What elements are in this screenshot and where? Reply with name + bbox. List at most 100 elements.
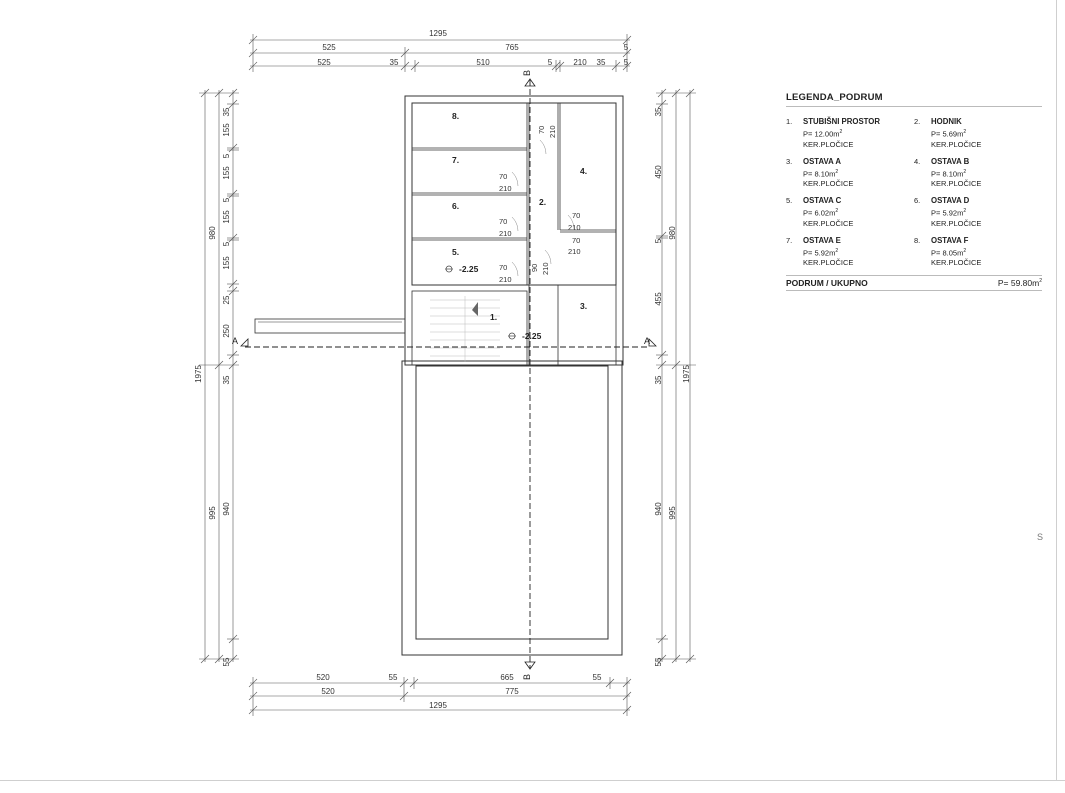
door-width-5: 70 bbox=[499, 263, 507, 272]
dim-top-g: 5 bbox=[548, 58, 553, 67]
dim-left-d2: 155 bbox=[222, 123, 231, 137]
legend-item-finish: KER.PLOČICE bbox=[931, 179, 982, 188]
dim-right-lower: 995 bbox=[668, 506, 677, 520]
dim-top-j: 5 bbox=[624, 58, 629, 67]
legend-item-num: 5. bbox=[786, 196, 793, 205]
room-label-4: 4. bbox=[580, 166, 587, 176]
area-unit-sup: 2 bbox=[835, 168, 839, 175]
legend-item-num: 6. bbox=[914, 196, 921, 205]
door-width-6: 70 bbox=[499, 217, 507, 226]
room-label-2: 2. bbox=[539, 197, 546, 207]
room-label-1: 1. bbox=[490, 312, 497, 322]
left-dimensions bbox=[199, 88, 239, 664]
area-unit-sup: 2 bbox=[839, 129, 843, 135]
legend-item-num: 7. bbox=[786, 235, 793, 245]
section-b-label-top: B bbox=[522, 70, 532, 76]
section-a-label-right: A bbox=[644, 336, 650, 346]
door-height-7: 210 bbox=[499, 184, 512, 193]
basement-walls bbox=[254, 95, 624, 656]
dim-left-d5: 5 bbox=[222, 197, 231, 202]
dim-top-c: 5 bbox=[624, 43, 629, 52]
legend-item-finish: KER.PLOČICE bbox=[803, 258, 854, 267]
legend-item-num: 2. bbox=[914, 117, 921, 126]
legend-item-area: P= 8.10m bbox=[803, 169, 836, 178]
legend-item-name: OSTAVA F bbox=[931, 235, 969, 245]
door-width-7: 70 bbox=[499, 172, 507, 181]
legend-item: 6. OSTAVA D P= 5.92m2 KER.PLOČICE bbox=[914, 196, 1042, 229]
dim-left-d1: 35 bbox=[222, 107, 231, 116]
door-height-4: 210 bbox=[568, 223, 581, 232]
inner-wall-lower bbox=[415, 365, 609, 640]
door-height-1: 210 bbox=[541, 262, 550, 275]
legend-room-list: 1. STUBIŠNI PROSTOR P= 12.00m2 KER.PLOČI… bbox=[786, 117, 1042, 268]
legend-item: 1. STUBIŠNI PROSTOR P= 12.00m2 KER.PLOČI… bbox=[786, 117, 914, 150]
dim-top-h: 210 bbox=[573, 58, 587, 67]
legend-item-name: HODNIK bbox=[931, 117, 962, 126]
dim-left-d3: 5 bbox=[222, 153, 231, 158]
room-label-7: 7. bbox=[452, 155, 459, 165]
section-lines bbox=[245, 80, 650, 668]
legend-item-area: P= 8.05m bbox=[931, 248, 964, 257]
level-label-storage: -2.25 bbox=[459, 264, 479, 274]
section-b-label-bottom: B bbox=[522, 674, 532, 680]
dim-right-r3: 5 bbox=[654, 238, 663, 243]
door-dimensions: 70 210 70 210 70 210 70 210 70 210 70 21… bbox=[499, 125, 581, 284]
dim-left-d13: 55 bbox=[222, 657, 231, 666]
dim-bottom-c: 665 bbox=[500, 673, 514, 682]
room-legend: LEGENDA_PODRUM 1. STUBIŠNI PROSTOR P= 12… bbox=[786, 92, 1042, 291]
room-label-5: 5. bbox=[452, 247, 459, 257]
legend-item-num: 3. bbox=[786, 156, 793, 166]
area-unit-sup: 2 bbox=[963, 247, 967, 254]
legend-item-finish: KER.PLOČICE bbox=[931, 139, 982, 149]
outer-wall-lower bbox=[401, 360, 623, 656]
legend-item-finish: KER.PLOČICE bbox=[803, 218, 854, 228]
stair-direction-arrow bbox=[472, 302, 478, 316]
legend-item-name: OSTAVA B bbox=[931, 156, 970, 166]
dim-left-d10: 250 bbox=[222, 324, 231, 338]
door-width-3: 70 bbox=[572, 236, 580, 245]
left-dimension-labels: 1975 980 995 35 155 5 155 5 155 5 155 25… bbox=[194, 107, 231, 666]
dim-top-f: 510 bbox=[476, 58, 490, 67]
legend-item-finish: KER.PLOČICE bbox=[931, 258, 982, 267]
dim-bottom-e: 520 bbox=[321, 687, 335, 696]
dim-left-d8: 155 bbox=[222, 256, 231, 270]
dim-right-r1: 35 bbox=[654, 107, 663, 116]
legend-item: 3. OSTAVA A P= 8.10m2 KER.PLOČICE bbox=[786, 157, 914, 190]
dim-bottom-d: 55 bbox=[593, 673, 602, 682]
dim-left-d6: 155 bbox=[222, 210, 231, 224]
dim-top-overall: 1295 bbox=[429, 29, 447, 38]
legend-item-name: OSTAVA A bbox=[803, 156, 841, 166]
dim-bottom-f: 775 bbox=[505, 687, 519, 696]
dim-left-lower: 995 bbox=[208, 506, 217, 520]
dim-right-r2: 450 bbox=[654, 165, 663, 179]
area-unit-sup: 2 bbox=[963, 168, 967, 175]
door-height-3: 210 bbox=[568, 247, 581, 256]
bottom-dimension-labels: 520 55 665 55 520 775 1295 bbox=[316, 673, 602, 710]
dim-top-d: 525 bbox=[317, 58, 331, 67]
dim-left-d11: 35 bbox=[222, 375, 231, 384]
legend-item-area: P= 6.02m bbox=[803, 208, 836, 218]
dim-right-r5: 35 bbox=[654, 375, 663, 384]
legend-item-area: P= 5.92m bbox=[803, 248, 836, 257]
legend-item-name: OSTAVA D bbox=[931, 196, 970, 205]
section-markers bbox=[240, 78, 657, 670]
legend-item: 7. OSTAVA E P= 5.92m2 KER.PLOČICE bbox=[786, 236, 914, 269]
dim-left-d4: 155 bbox=[222, 166, 231, 180]
inner-wall-storage bbox=[411, 102, 617, 286]
legend-item-area: P= 8.10m bbox=[931, 169, 964, 178]
legend-item: 4. OSTAVA B P= 8.10m2 KER.PLOČICE bbox=[914, 157, 1042, 190]
dim-left-d12: 940 bbox=[222, 502, 231, 516]
dim-bottom-a: 520 bbox=[316, 673, 330, 682]
dim-right-overall: 1975 bbox=[682, 365, 691, 383]
level-label-stair: -2.25 bbox=[522, 331, 542, 341]
dim-right-r4: 455 bbox=[654, 292, 663, 306]
section-a-label-left: A bbox=[232, 336, 238, 346]
legend-total-row: PODRUM / UKUPNO P= 59.80m2 bbox=[786, 275, 1042, 291]
area-unit-sup: 2 bbox=[835, 247, 839, 254]
room-label-8: 8. bbox=[452, 111, 459, 121]
dim-top-e: 35 bbox=[390, 58, 399, 67]
dim-left-d9: 25 bbox=[222, 295, 231, 304]
door-swings bbox=[511, 139, 575, 277]
dim-left-d7: 5 bbox=[222, 241, 231, 246]
area-unit-sup: 2 bbox=[963, 129, 967, 135]
